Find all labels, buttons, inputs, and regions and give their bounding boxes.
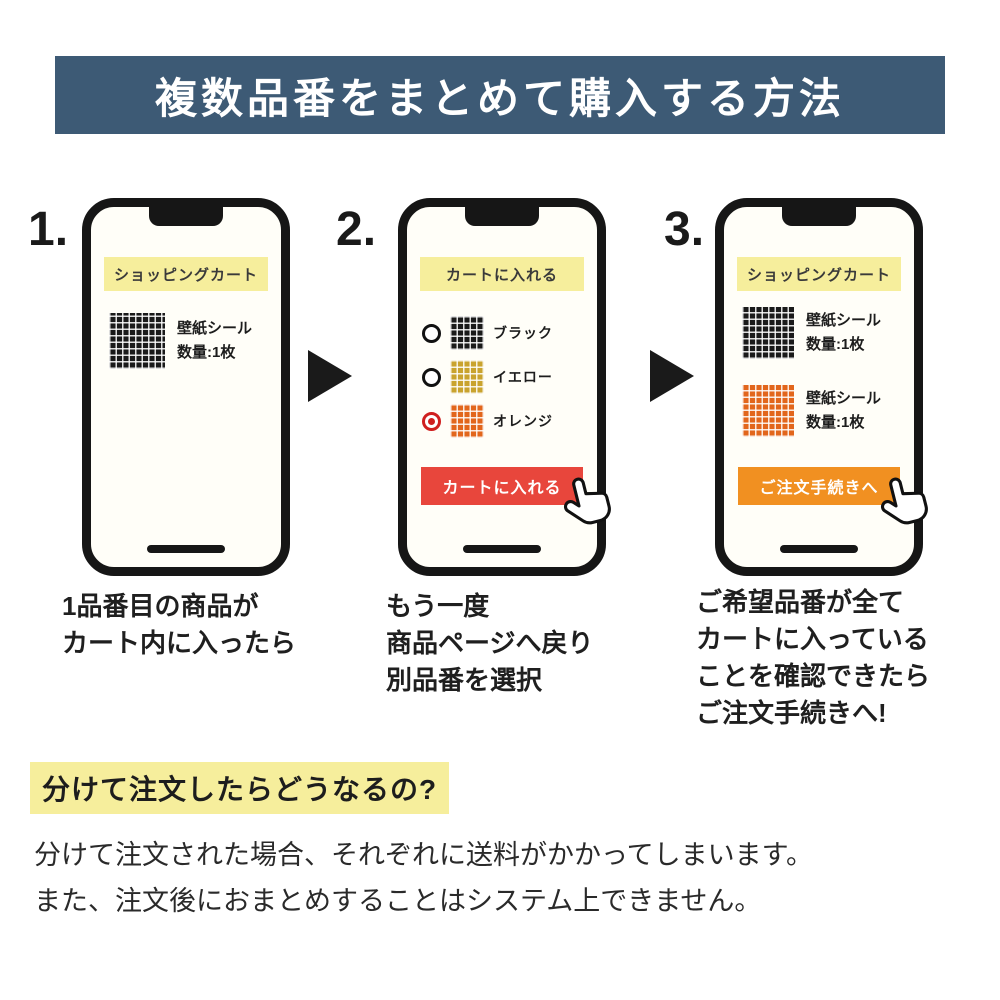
- item-quantity: 数量:1枚: [806, 336, 865, 353]
- cart-item-text: 壁紙シール 数量:1枚: [806, 387, 881, 435]
- caption-line: ご注文手続きへ!: [696, 698, 887, 728]
- option-label: イエロー: [493, 369, 553, 385]
- add-to-cart-banner: カートに入れる: [420, 257, 584, 291]
- orange-wallpaper-swatch: [742, 385, 794, 437]
- home-indicator: [780, 545, 858, 553]
- cart-item-text: 壁紙シール 数量:1枚: [806, 309, 881, 357]
- cart-banner: ショッピングカート: [104, 257, 268, 291]
- step-2-caption: もう一度 商品ページへ戻り 別品番を選択: [386, 588, 593, 699]
- orange-wallpaper-swatch: [450, 404, 484, 438]
- caption-line: ことを確認できたら: [696, 661, 931, 691]
- caption-line: もう一度: [386, 591, 490, 621]
- arrow-right-icon: [308, 350, 352, 402]
- arrow-right-icon: [650, 350, 694, 402]
- radio-button[interactable]: [422, 323, 441, 343]
- item-name: 壁紙シール: [806, 312, 882, 329]
- phone-notch: [149, 206, 223, 226]
- option-yellow[interactable]: イエロー: [422, 359, 591, 395]
- caption-line: カート内に入ったら: [62, 628, 297, 658]
- note-heading: 分けて注文したらどうなるの?: [30, 762, 450, 814]
- phone-mockup-step3: ショッピングカート 壁紙シール 数量:1枚 壁紙シール 数量:1枚 ご注文手続き…: [715, 198, 928, 576]
- option-label: ブラック: [493, 325, 553, 341]
- radio-button[interactable]: [422, 411, 441, 431]
- item-name: 壁紙シール: [806, 390, 882, 407]
- black-wallpaper-swatch: [450, 316, 484, 350]
- step-1-caption: 1品番目の商品が カート内に入ったら: [62, 588, 296, 662]
- home-indicator: [463, 545, 541, 553]
- title-bar: 複数品番をまとめて購入する方法: [55, 56, 945, 134]
- phone-notch: [782, 206, 856, 226]
- caption-line: 1品番目の商品が: [62, 591, 259, 621]
- black-wallpaper-swatch: [742, 307, 794, 359]
- item-quantity: 数量:1枚: [177, 344, 236, 361]
- radio-button[interactable]: [422, 367, 441, 387]
- step-2-number: 2.: [336, 203, 377, 256]
- step-3-number: 3.: [664, 203, 705, 256]
- cart-item-row: 壁紙シール 数量:1枚: [109, 313, 252, 369]
- option-orange[interactable]: オレンジ: [422, 403, 591, 439]
- add-to-cart-button[interactable]: カートに入れる: [421, 467, 583, 505]
- option-black[interactable]: ブラック: [422, 315, 591, 351]
- phone-mockup-step1: ショッピングカート 壁紙シール 数量:1枚: [82, 198, 290, 576]
- caption-line: 商品ページへ戻り: [386, 628, 594, 658]
- yellow-wallpaper-swatch: [450, 360, 484, 394]
- step-3-caption: ご希望品番が全て カートに入っている ことを確認できたら ご注文手続きへ!: [696, 584, 930, 732]
- black-wallpaper-swatch: [109, 313, 165, 369]
- cart-item-row: 壁紙シール 数量:1枚: [742, 307, 881, 359]
- option-label: オレンジ: [493, 413, 553, 429]
- hand-cursor-icon: [563, 477, 611, 525]
- phone-notch: [465, 206, 539, 226]
- cart-banner: ショッピングカート: [737, 257, 901, 291]
- step-1-number: 1.: [28, 203, 69, 256]
- note-line: 分けて注文された場合、それぞれに送料がかかってしまいます。: [34, 840, 813, 870]
- caption-line: カートに入っている: [696, 624, 929, 654]
- item-quantity: 数量:1枚: [806, 414, 865, 431]
- home-indicator: [147, 545, 225, 553]
- note-body: 分けて注文された場合、それぞれに送料がかかってしまいます。 また、注文後におまと…: [34, 832, 813, 924]
- page-title: 複数品番をまとめて購入する方法: [154, 74, 845, 122]
- caption-line: ご希望品番が全て: [696, 587, 905, 617]
- cart-item-text: 壁紙シール 数量:1枚: [177, 317, 252, 365]
- note-line: また、注文後におまとめすることはシステム上できません。: [34, 886, 762, 916]
- checkout-button[interactable]: ご注文手続きへ: [738, 467, 900, 505]
- caption-line: 別品番を選択: [386, 665, 543, 695]
- item-name: 壁紙シール: [177, 320, 253, 337]
- phone-mockup-step2: カートに入れる ブラック イエロー オレンジ カートに入れる: [398, 198, 611, 576]
- color-options: ブラック イエロー オレンジ: [422, 315, 591, 439]
- cart-item-row: 壁紙シール 数量:1枚: [742, 385, 881, 437]
- hand-cursor-icon: [880, 477, 928, 525]
